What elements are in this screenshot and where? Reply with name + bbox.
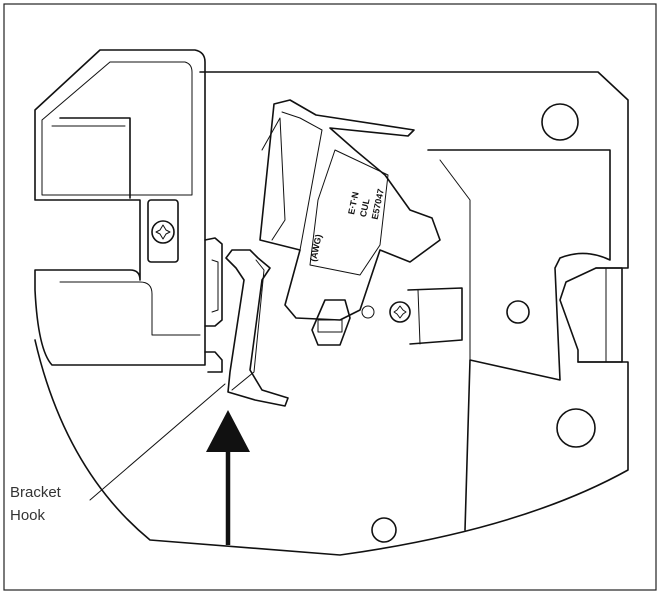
plate-slot <box>577 267 623 363</box>
relay-screw <box>389 301 411 323</box>
relay-label: E∙T∙N CUL E57047 <box>346 188 386 220</box>
bracket-hook-edge <box>231 259 265 391</box>
housing-block-lower-step <box>59 281 201 336</box>
relay-pin <box>361 305 375 319</box>
plate-raised-area <box>427 149 611 531</box>
mounting-hole-bottom <box>371 517 397 543</box>
lower-lip <box>204 351 223 373</box>
mounting-hole-bottom-right <box>556 408 596 448</box>
relay-module: E∙T∙N CUL E57047 (AWG) <box>259 99 463 346</box>
relay-arm-edge <box>417 289 421 345</box>
relay-cert: CUL <box>358 197 372 218</box>
callout-label-line1: Bracket <box>10 484 62 501</box>
housing-block-inner-top <box>41 61 193 196</box>
din-rail-clip-inner <box>211 259 219 313</box>
screw-boss <box>147 199 179 263</box>
relay-latch <box>311 299 351 346</box>
bracket-hook <box>225 249 289 407</box>
mounting-hole-middle <box>506 300 530 324</box>
housing-block-outer <box>34 49 206 366</box>
push-arrow-head <box>206 410 250 452</box>
relay-front-panel <box>309 149 389 276</box>
relay-latch-slot <box>317 319 343 333</box>
relay-brand: E∙T∙N <box>346 191 361 216</box>
torx-icon-left <box>155 224 171 240</box>
torx-icon-right <box>393 305 407 319</box>
housing-screw <box>151 220 175 244</box>
figure-frame <box>3 3 657 591</box>
plate-raised-edge <box>439 159 471 361</box>
relay-housing <box>259 99 441 321</box>
relay-housing-ridge <box>261 117 286 241</box>
relay-arm <box>407 287 463 345</box>
callout-label-line2: Hook <box>10 507 46 524</box>
din-rail-clip <box>204 237 223 327</box>
housing-block-inner-notch <box>59 117 131 199</box>
mounting-hole-top-right <box>541 103 579 141</box>
callout-leader <box>89 383 226 501</box>
relay-housing-inner <box>281 111 323 251</box>
